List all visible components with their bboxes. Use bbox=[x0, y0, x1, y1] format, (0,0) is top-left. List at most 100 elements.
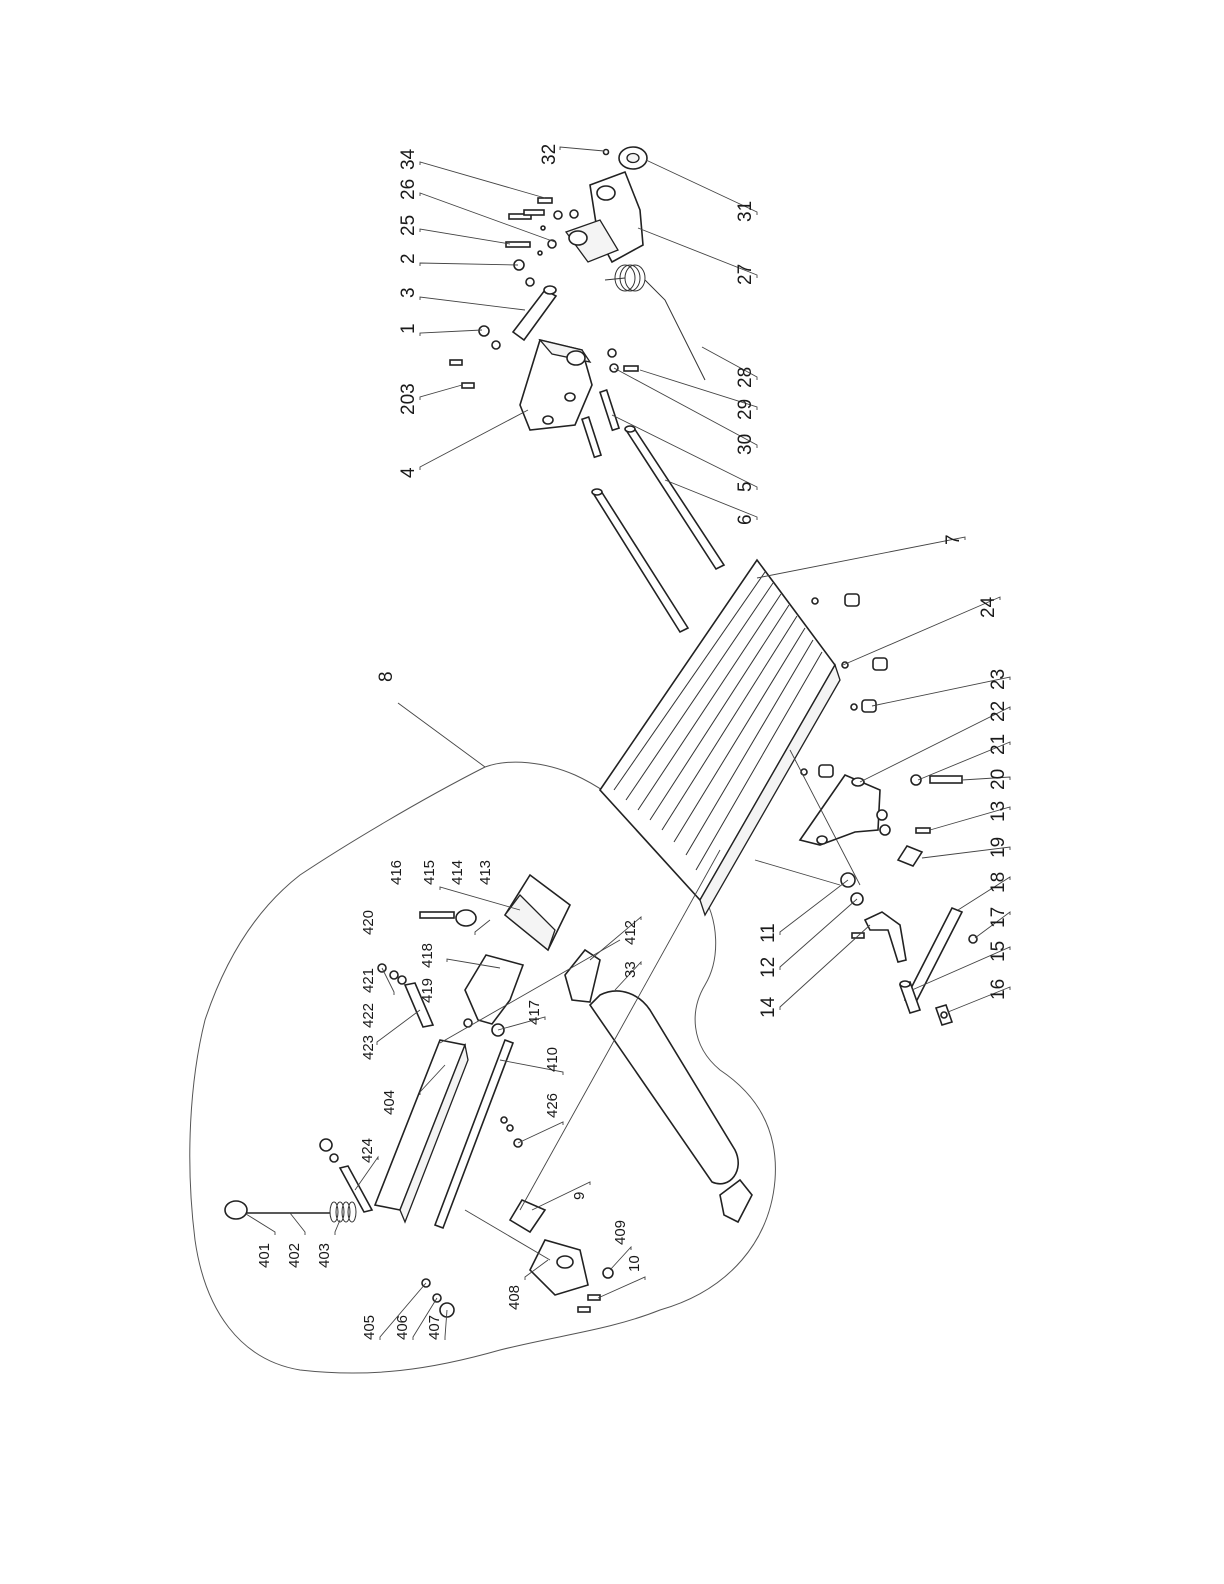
callout-1: 1 bbox=[398, 323, 419, 334]
callout-405: 405 bbox=[361, 1315, 378, 1340]
part-13-screw bbox=[916, 828, 930, 833]
callout-6: 6 bbox=[735, 514, 756, 525]
callout-415: 415 bbox=[421, 860, 438, 885]
callout-13: 13 bbox=[988, 801, 1009, 822]
callout-424: 424 bbox=[359, 1138, 376, 1163]
callout-416: 416 bbox=[388, 860, 405, 885]
callout-404: 404 bbox=[381, 1090, 398, 1115]
callout-420: 420 bbox=[360, 910, 377, 935]
callout-409: 409 bbox=[612, 1220, 629, 1245]
callout-31: 31 bbox=[735, 201, 756, 222]
callout-410: 410 bbox=[544, 1047, 561, 1072]
callout-18: 18 bbox=[988, 872, 1009, 893]
callout-32: 32 bbox=[539, 144, 560, 165]
callout-407: 407 bbox=[426, 1315, 443, 1340]
part-13-washer bbox=[877, 810, 887, 820]
part-5-pin-2 bbox=[600, 390, 619, 430]
callout-422: 422 bbox=[360, 1003, 377, 1028]
part-401-handle bbox=[225, 1201, 247, 1219]
fasteners-25-26-34 bbox=[506, 198, 578, 255]
part-7-table bbox=[600, 560, 840, 915]
callout-21: 21 bbox=[988, 734, 1009, 755]
part-418-bracket bbox=[465, 955, 523, 1024]
callout-20: 20 bbox=[988, 769, 1009, 790]
callout-26: 26 bbox=[398, 179, 419, 200]
callout-33: 33 bbox=[622, 961, 639, 978]
part-14-lever bbox=[852, 912, 906, 962]
callout-417: 417 bbox=[526, 1000, 543, 1025]
callout-14: 14 bbox=[758, 996, 779, 1018]
callout-401: 401 bbox=[256, 1243, 273, 1268]
part-21-nut bbox=[911, 775, 921, 785]
part-408-screw bbox=[578, 1307, 590, 1312]
callout-25: 25 bbox=[398, 215, 419, 236]
callout-12: 12 bbox=[758, 957, 779, 978]
callout-3: 3 bbox=[398, 287, 419, 298]
part-29-screw bbox=[624, 366, 638, 371]
callout-8: 8 bbox=[376, 671, 397, 682]
part-408-bracket bbox=[530, 1240, 588, 1295]
callout-408: 408 bbox=[506, 1285, 523, 1310]
callout-203: 203 bbox=[398, 383, 419, 415]
part-9-plate bbox=[510, 1200, 545, 1232]
callout-5: 5 bbox=[735, 481, 756, 492]
callout-30: 30 bbox=[735, 434, 756, 455]
part-413-cap bbox=[505, 875, 570, 950]
callout-2: 2 bbox=[398, 253, 419, 264]
callout-29: 29 bbox=[735, 399, 756, 420]
part-203-screw bbox=[450, 360, 462, 365]
callout-16: 16 bbox=[988, 979, 1009, 1000]
part-28-torsion-spring bbox=[605, 265, 705, 380]
callout-19: 19 bbox=[988, 837, 1009, 858]
callout-17: 17 bbox=[988, 907, 1009, 928]
part-1-nut bbox=[479, 326, 489, 336]
callout-15: 15 bbox=[988, 941, 1009, 962]
callout-414: 414 bbox=[449, 860, 466, 885]
part-1-washer bbox=[492, 341, 500, 349]
parts-405-407 bbox=[422, 1279, 454, 1317]
part-20-bolt bbox=[930, 776, 962, 783]
part-2-washer bbox=[526, 278, 534, 286]
part-22-bracket bbox=[800, 775, 880, 845]
part-3-shaft bbox=[513, 286, 556, 340]
callout-24: 24 bbox=[978, 596, 999, 618]
callout-406: 406 bbox=[394, 1315, 411, 1340]
part-4-bracket bbox=[520, 340, 592, 430]
callout-27: 27 bbox=[735, 264, 756, 285]
callout-11: 11 bbox=[758, 923, 779, 943]
part-415-knob bbox=[456, 910, 476, 926]
part-32-set-screw bbox=[604, 150, 609, 155]
callout-34: 34 bbox=[398, 148, 419, 170]
callout-9: 9 bbox=[571, 1192, 588, 1200]
callout-4: 4 bbox=[398, 467, 419, 478]
leader-8 bbox=[398, 703, 485, 767]
part-16-knob bbox=[936, 1005, 952, 1025]
part-6-shaft-left bbox=[592, 489, 688, 632]
callout-419: 419 bbox=[419, 978, 436, 1003]
callout-7: 7 bbox=[943, 534, 964, 545]
part-31-pulley bbox=[619, 147, 647, 169]
part-403-spring bbox=[330, 1202, 356, 1222]
callout-423: 423 bbox=[360, 1035, 377, 1060]
callout-23: 23 bbox=[988, 669, 1009, 690]
callout-10: 10 bbox=[626, 1255, 643, 1272]
part-203-screw-2 bbox=[462, 383, 474, 388]
callout-22: 22 bbox=[988, 701, 1009, 722]
callout-421: 421 bbox=[360, 968, 377, 993]
part-412-block bbox=[565, 950, 600, 1002]
part-5-pin bbox=[582, 417, 601, 457]
callout-418: 418 bbox=[419, 943, 436, 968]
part-17-screw bbox=[969, 935, 977, 943]
callout-412: 412 bbox=[622, 920, 639, 945]
callout-413: 413 bbox=[477, 860, 494, 885]
part-33-end-cap bbox=[720, 1180, 752, 1222]
part-409-nut bbox=[603, 1268, 613, 1278]
part-29-nut bbox=[608, 349, 616, 357]
callout-28: 28 bbox=[735, 367, 756, 388]
callout-402: 402 bbox=[286, 1243, 303, 1268]
part-416-bolt bbox=[420, 912, 454, 918]
callout-426: 426 bbox=[544, 1093, 561, 1118]
part-33-guard bbox=[590, 991, 738, 1184]
callout-403: 403 bbox=[316, 1243, 333, 1268]
